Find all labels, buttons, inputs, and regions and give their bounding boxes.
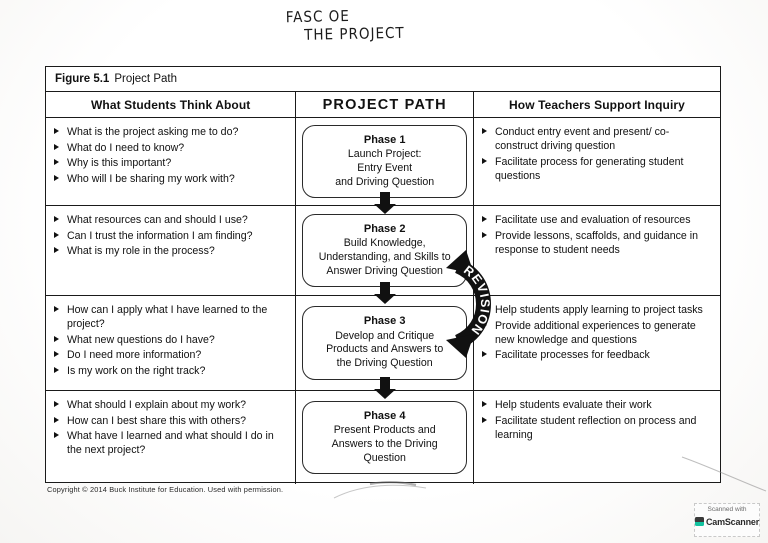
handwritten-line-2: THE PROJECT [303,23,405,44]
teacher-support-item: Help students apply learning to project … [481,303,712,317]
project-path-row: How can I apply what I have learned to t… [46,282,720,391]
student-question-item: What resources can and should I use? [54,213,287,227]
student-question-item: How can I apply what I have learned to t… [54,303,287,331]
project-path-row: What is the project asking me to do? What… [46,118,720,206]
arrow-bullet-icon [54,143,59,150]
arrow-bullet-icon [481,157,487,164]
student-question-item: What do I need to know? [54,141,287,155]
phase-title: Phase 4 [363,409,406,422]
copyright-notice: Copyright © 2014 Buck Institute for Educ… [47,485,284,494]
phase-box: Phase 2 Build Knowledge,Understanding, an… [302,213,468,288]
student-questions-cell: What should I explain about my work? How … [46,391,295,484]
figure-caption: Figure 5.1 Project Path [46,67,720,92]
arrow-bullet-icon [481,351,487,358]
header-how-teachers-support-inquiry: How Teachers Support Inquiry [474,92,720,117]
header-right-label: How Teachers Support Inquiry [509,97,685,112]
arrow-bullet-icon [54,367,59,373]
teacher-support-item: Provide lessons, scaffolds, and guidance… [481,229,712,257]
student-question-item: How can I best share this with others? [54,414,287,428]
student-question-item: Why is this important? [54,156,287,170]
arrow-bullet-icon [54,306,59,313]
project-path-row: What should I explain about my work? How … [46,377,720,484]
down-arrow-icon [373,192,396,214]
header-middle-label: PROJECT PATH [322,96,447,113]
header-left-label: What Students Think About [91,97,251,112]
arrow-bullet-icon [481,216,487,223]
arrow-bullet-icon [54,216,59,223]
student-question-item: What new questions do I have? [54,333,287,347]
student-question-item: Can I trust the information I am finding… [54,229,287,243]
teacher-support-item: Help students evaluate their work [481,398,712,412]
student-question-item: Is my work on the right track? [54,364,287,378]
teacher-support-item: Facilitate process for generating studen… [481,155,712,183]
teacher-support-item: Facilitate student reflection on process… [481,414,712,442]
student-questions-cell: What resources can and should I use? Can … [46,206,295,295]
arrow-bullet-icon [54,159,59,166]
figure-frame: Figure 5.1 Project Path What Students Th… [45,66,721,484]
arrow-bullet-icon [481,128,487,135]
header-project-path: PROJECT PATH [295,92,474,117]
camscanner-logo-icon [695,517,704,526]
student-questions-cell: What is the project asking me to do? What… [46,118,295,205]
arrow-bullet-icon [54,231,59,238]
student-questions-cell: How can I apply what I have learned to t… [46,296,295,390]
phase-title: Phase 2 [363,222,406,235]
teacher-support-cell: Help students apply learning to project … [474,296,720,390]
handwritten-annotation: FASC OE THE PROJECT [286,7,405,45]
phase-body: Build Knowledge,Understanding, and Skill… [318,237,451,277]
arrow-bullet-icon [54,432,59,439]
arrow-bullet-icon [481,306,487,313]
teacher-support-item: Facilitate processes for feedback [481,348,712,362]
arrow-bullet-icon [54,247,59,254]
arrow-bullet-icon [54,416,59,423]
arrow-bullet-icon [54,174,59,181]
student-question-item: What have I learned and what should I do… [54,429,287,457]
project-path-rows: What is the project asking me to do? What… [46,118,720,484]
arrow-bullet-icon [54,128,59,135]
down-arrow-icon [373,282,396,304]
arrow-bullet-icon [54,401,59,408]
watermark-brand-name: CamScanner [705,516,759,527]
student-question-item: Do I need more information? [54,348,287,362]
arrow-bullet-icon [481,231,487,238]
teacher-support-cell: Conduct entry event and present/ co-cons… [474,118,720,205]
camscanner-watermark: Scanned with CamScanner [694,503,760,537]
teacher-support-cell: Facilitate use and evaluation of resourc… [474,206,720,295]
arrow-bullet-icon [481,416,487,423]
teacher-support-item: Provide additional experiences to genera… [481,319,712,347]
phase-title: Phase 1 [363,133,406,146]
teacher-support-item: Conduct entry event and present/ co-cons… [481,125,712,153]
phase-cell: Phase 2 Build Knowledge,Understanding, an… [295,192,474,295]
phase-title: Phase 3 [363,315,406,328]
arrow-bullet-icon [481,401,487,408]
arrow-bullet-icon [481,321,487,328]
arrow-bullet-icon [54,351,59,358]
student-question-item: Who will I be sharing my work with? [54,172,287,186]
down-arrow-icon [373,377,396,399]
teacher-support-item: Facilitate use and evaluation of resourc… [481,213,712,227]
arrow-bullet-icon [54,335,59,342]
figure-title-text: Project Path [114,73,177,85]
figure-number: Figure 5.1 [55,73,110,85]
student-question-item: What should I explain about my work? [54,398,287,412]
student-question-item: What is my role in the process? [54,244,287,258]
header-what-students-think-about: What Students Think About [46,92,295,117]
student-question-item: What is the project asking me to do? [54,125,287,139]
column-headers: What Students Think About PROJECT PATH H… [46,92,720,118]
watermark-top-text: Scanned with [707,506,747,513]
